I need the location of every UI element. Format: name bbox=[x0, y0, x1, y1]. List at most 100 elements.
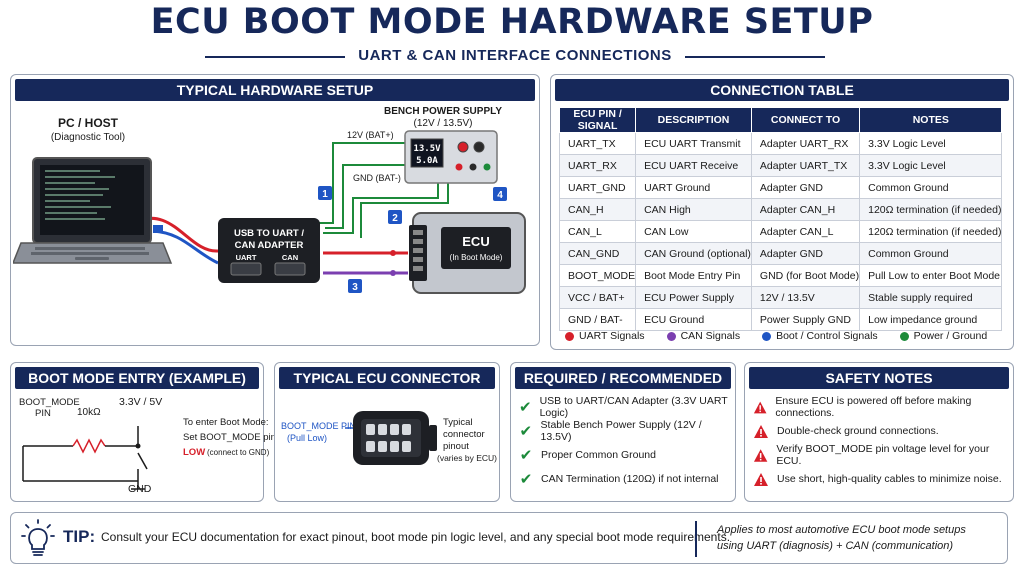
cell-notes: Low impedance ground bbox=[859, 308, 1003, 331]
cell-connect-to: Adapter GND bbox=[750, 176, 861, 199]
boot-entry-header: BOOT MODE ENTRY (EXAMPLE) bbox=[15, 367, 259, 389]
required-panel: REQUIRED / RECOMMENDED ✔USB to UART/CAN … bbox=[510, 362, 736, 502]
cell-connect-to: Adapter CAN_H bbox=[750, 198, 861, 221]
cell-connect-to: 12V / 13.5V bbox=[750, 286, 861, 309]
boot-instr-low: LOW bbox=[183, 447, 206, 458]
cell-connect-to: GND (for Boot Mode) bbox=[750, 264, 861, 287]
cell-notes: 120Ω termination (if needed) bbox=[859, 220, 1003, 243]
adapter-label-2: CAN ADAPTER bbox=[235, 240, 304, 251]
laptop-icon bbox=[13, 157, 173, 264]
required-item-text: Proper Common Ground bbox=[541, 449, 656, 461]
legend-label: CAN Signals bbox=[680, 330, 741, 342]
wire-psu-ecu-1 bbox=[323, 183, 439, 234]
legend-label: Boot / Control Signals bbox=[776, 330, 878, 342]
cell-signal: CAN_L bbox=[558, 220, 637, 243]
checkmark-icon: ✔ bbox=[519, 423, 533, 440]
cell-description: ECU UART Transmit bbox=[635, 132, 752, 155]
ecu-subtitle: (In Boot Mode) bbox=[450, 253, 503, 262]
col-header-notes: NOTES bbox=[859, 107, 1003, 133]
cell-notes: 3.3V Logic Level bbox=[859, 154, 1003, 177]
boot-pin-label-1: BOOT_MODE bbox=[19, 397, 80, 408]
supply-label: 3.3V / 5V bbox=[119, 396, 163, 408]
legend-dot-icon bbox=[666, 331, 676, 341]
safety-panel: SAFETY NOTES Ensure ECU is powered off b… bbox=[744, 362, 1014, 502]
switch-symbol bbox=[137, 452, 148, 470]
tip-note-1: Applies to most automotive ECU boot mode… bbox=[717, 524, 966, 536]
checkmark-icon: ✔ bbox=[519, 471, 533, 488]
safety-item-text: Ensure ECU is powered off before making … bbox=[775, 395, 972, 419]
legend-item: CAN Signals bbox=[666, 330, 741, 342]
badge-3-label: 3 bbox=[352, 282, 358, 293]
safety-list: Ensure ECU is powered off before making … bbox=[753, 395, 1007, 491]
connection-table: ECU PIN / SIGNAL DESCRIPTION CONNECT TO … bbox=[558, 107, 1003, 331]
col-header-connect-to: CONNECT TO bbox=[750, 107, 861, 133]
legend-dot-icon bbox=[762, 331, 772, 341]
badge-4 bbox=[493, 187, 507, 201]
cell-signal: UART_GND bbox=[558, 176, 637, 199]
legend-dot-icon bbox=[565, 331, 574, 341]
cell-notes: 120Ω termination (if needed) bbox=[859, 198, 1003, 221]
cell-description: CAN High bbox=[635, 198, 752, 221]
wire-psu-ecu-2 bbox=[360, 183, 449, 238]
resistor-symbol bbox=[72, 438, 106, 454]
psu-voltage: 13.5V bbox=[413, 144, 441, 154]
cell-description: ECU Ground bbox=[635, 308, 752, 331]
list-item: ✔USB to UART/CAN Adapter (3.3V UART Logi… bbox=[519, 395, 729, 419]
connector-note-3: pinout bbox=[443, 441, 469, 452]
badge-1 bbox=[318, 186, 332, 200]
list-item: Use short, high-quality cables to minimi… bbox=[753, 467, 1007, 491]
ecu-connector-icon bbox=[345, 411, 437, 465]
legend-label: Power / Ground bbox=[913, 330, 988, 342]
legend-item: Power / Ground bbox=[899, 330, 988, 342]
required-item-text: CAN Termination (120Ω) if not internal bbox=[541, 473, 719, 485]
safety-item-text: Use short, high-quality cables to minimi… bbox=[777, 473, 1002, 485]
lightbulb-icon bbox=[21, 519, 55, 556]
tip-note-2: using UART (diagnosis) + CAN (communicat… bbox=[717, 540, 954, 552]
page-subtitle: UART & CAN INTERFACE CONNECTIONS bbox=[358, 47, 672, 64]
connector-note-2: connector bbox=[443, 429, 485, 440]
connector-pin-label-1: BOOT_MODE PIN bbox=[281, 421, 357, 431]
cell-description: Boot Mode Entry Pin bbox=[635, 264, 752, 287]
subtitle-bar: UART & CAN INTERFACE CONNECTIONS bbox=[205, 46, 825, 66]
cell-connect-to: Adapter CAN_L bbox=[750, 220, 861, 243]
legend-dot-icon bbox=[899, 331, 909, 341]
list-item: ✔ CAN Termination (120Ω) if not internal bbox=[519, 467, 729, 491]
connector-note-4: (varies by ECU) bbox=[437, 453, 497, 463]
boot-instr-3: (connect to GND) bbox=[207, 448, 270, 457]
connection-table-header: CONNECTION TABLE bbox=[555, 79, 1009, 101]
required-item-text: Stable Bench Power Supply (12V / 13.5V) bbox=[540, 419, 702, 443]
pc-title: PC / HOST bbox=[58, 116, 119, 130]
tip-text: Consult your ECU documentation for exact… bbox=[101, 530, 731, 544]
gnd-label: GND bbox=[128, 483, 152, 495]
legend-label: UART Signals bbox=[579, 330, 645, 342]
boot-pin-label-2: PIN bbox=[35, 408, 51, 419]
adapter-port-uart: UART bbox=[236, 253, 257, 262]
cell-signal: GND / BAT- bbox=[558, 308, 637, 331]
cell-description: CAN Ground (optional) bbox=[635, 242, 752, 265]
subtitle-rule-right bbox=[685, 56, 825, 58]
tip-bar: TIP: Consult your ECU documentation for … bbox=[10, 512, 1008, 564]
adapter-label-1: USB TO UART / bbox=[234, 228, 304, 239]
tip-note: Applies to most automotive ECU boot mode… bbox=[717, 522, 966, 554]
badge-4-label: 4 bbox=[497, 190, 503, 201]
cell-description: ECU UART Receive bbox=[635, 154, 752, 177]
tip-label: TIP: bbox=[63, 527, 96, 546]
badge-2-label: 2 bbox=[392, 213, 398, 224]
warning-icon bbox=[753, 401, 767, 413]
wire-label-bat-plus: 12V (BAT+) bbox=[347, 130, 394, 140]
checkmark-icon: ✔ bbox=[519, 447, 533, 464]
adapter-port-can: CAN bbox=[282, 253, 298, 262]
connector-note-1: Typical bbox=[443, 417, 473, 428]
connector-view-header: TYPICAL ECU CONNECTOR VIEW bbox=[279, 367, 495, 408]
cell-notes: Stable supply required bbox=[859, 286, 1003, 309]
cell-description: UART Ground bbox=[635, 176, 752, 199]
safety-header: SAFETY NOTES bbox=[749, 367, 1009, 389]
col-header-signal: ECU PIN / SIGNAL bbox=[558, 107, 637, 133]
hardware-setup-diagram: PC / HOST (Diagnostic Tool) USB TO UART … bbox=[13, 106, 526, 294]
ecu-title: ECU bbox=[462, 234, 489, 249]
